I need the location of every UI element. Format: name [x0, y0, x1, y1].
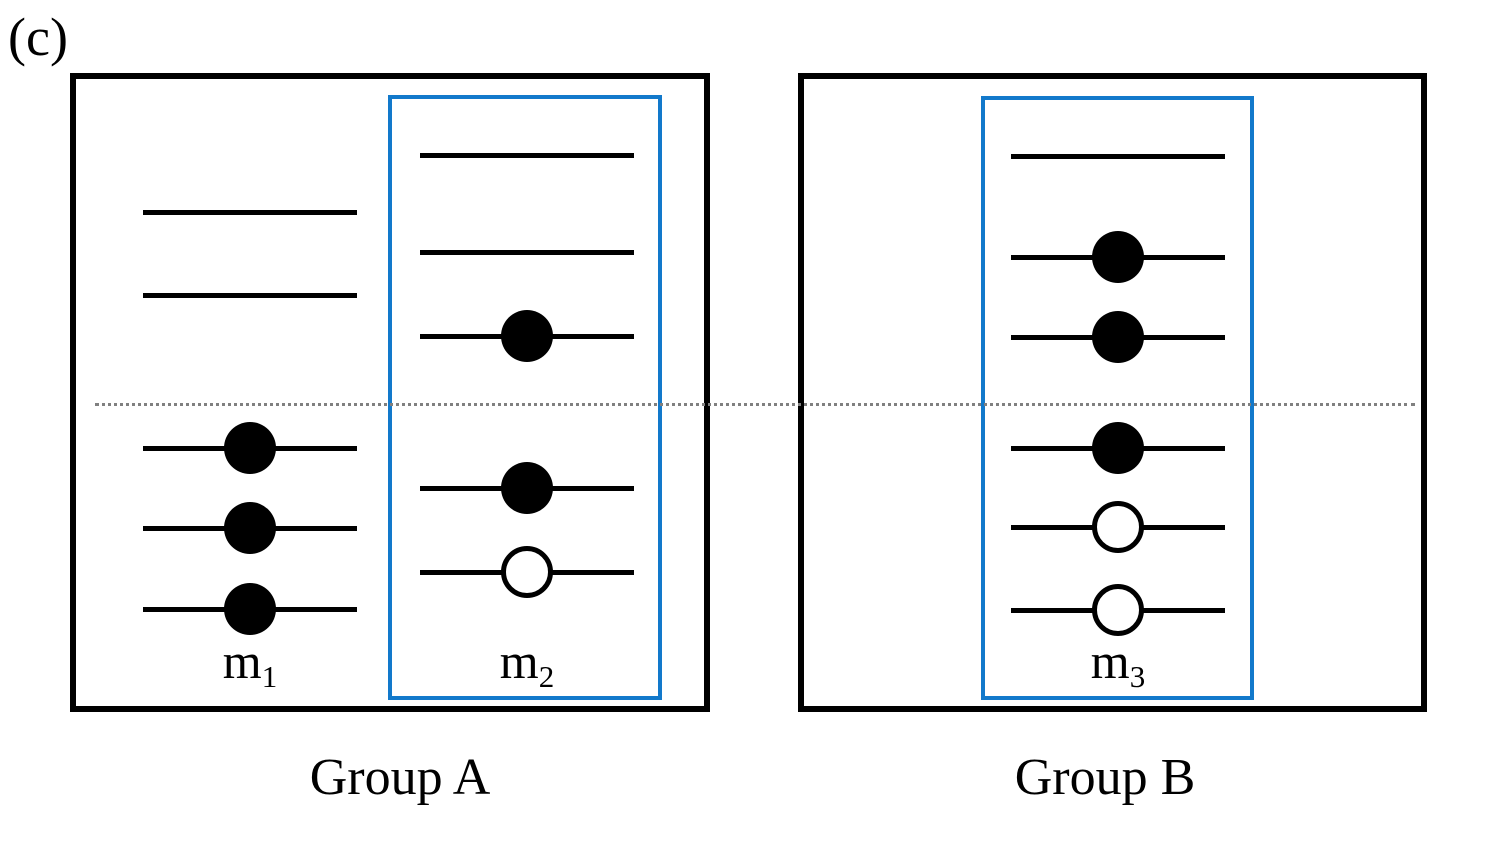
occupied-state-circle-m2-3 — [501, 310, 553, 362]
column-label-base: m — [1090, 633, 1130, 689]
figure-panel-label: (c) — [8, 7, 68, 67]
occupied-state-circle-m1-4 — [224, 502, 276, 554]
occupied-state-circle-m3-4 — [1092, 422, 1144, 474]
group-panel-2 — [798, 73, 1427, 712]
column-label-m1: m1 — [180, 633, 320, 692]
highlight-box-2 — [981, 96, 1254, 700]
occupied-state-circle-m1-3 — [224, 422, 276, 474]
column-label-m2: m2 — [457, 633, 597, 692]
energy-level-m2-2 — [420, 250, 634, 255]
energy-level-m1-2 — [143, 293, 357, 298]
occupied-state-circle-m3-2 — [1092, 231, 1144, 283]
energy-level-m3-1 — [1011, 154, 1225, 159]
unoccupied-state-circle-m2-5 — [501, 546, 553, 598]
group-caption-2: Group B — [1014, 749, 1196, 806]
occupied-state-circle-m3-3 — [1092, 311, 1144, 363]
fermi-level-line — [95, 403, 1415, 406]
unoccupied-state-circle-m3-5 — [1092, 501, 1144, 553]
occupied-state-circle-m2-4 — [501, 462, 553, 514]
highlight-box-1 — [388, 95, 662, 700]
column-label-base: m — [499, 633, 539, 689]
unoccupied-state-circle-m3-6 — [1092, 584, 1144, 636]
column-label-subscript: 2 — [538, 658, 555, 694]
energy-level-m1-1 — [143, 210, 357, 215]
energy-level-m2-1 — [420, 153, 634, 158]
column-label-subscript: 3 — [1129, 658, 1146, 694]
column-label-m3: m3 — [1048, 633, 1188, 692]
group-caption-1: Group A — [309, 749, 491, 806]
column-label-base: m — [222, 633, 262, 689]
occupied-state-circle-m1-5 — [224, 583, 276, 635]
column-label-subscript: 1 — [261, 658, 278, 694]
group-panel-1 — [70, 73, 710, 712]
